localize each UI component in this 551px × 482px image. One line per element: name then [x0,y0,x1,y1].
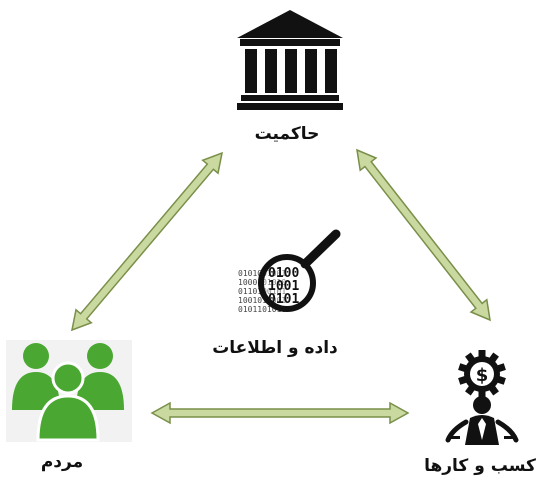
svg-text:0100: 0100 [268,266,299,281]
arrow-people-government [71,151,223,332]
arrow-people-business [150,401,410,425]
arrow-government-business [356,148,491,322]
magnifier-binary-data-icon: 0101001001 1000101010 0110100101 1001010… [238,229,341,314]
businessman-dollar-gear-icon: $ [445,350,519,445]
government-building-icon [237,10,343,110]
gear-tooth [478,350,486,358]
arrows-layer [71,148,491,425]
people-label: مردم [40,452,84,472]
data-label: داده و اطلاعات [212,338,338,358]
business-label: کسب و کارها [424,456,536,476]
svg-text:0101: 0101 [268,292,299,307]
gear-tooth [478,390,486,398]
people-group-icon [12,343,124,442]
svg-text:$: $ [476,365,489,386]
svg-text:0101101010: 0101101010 [238,305,286,314]
svg-text:1001010001: 1001010001 [238,296,286,305]
government-label: حاکمیت [254,124,320,144]
svg-text:1001: 1001 [268,279,299,294]
